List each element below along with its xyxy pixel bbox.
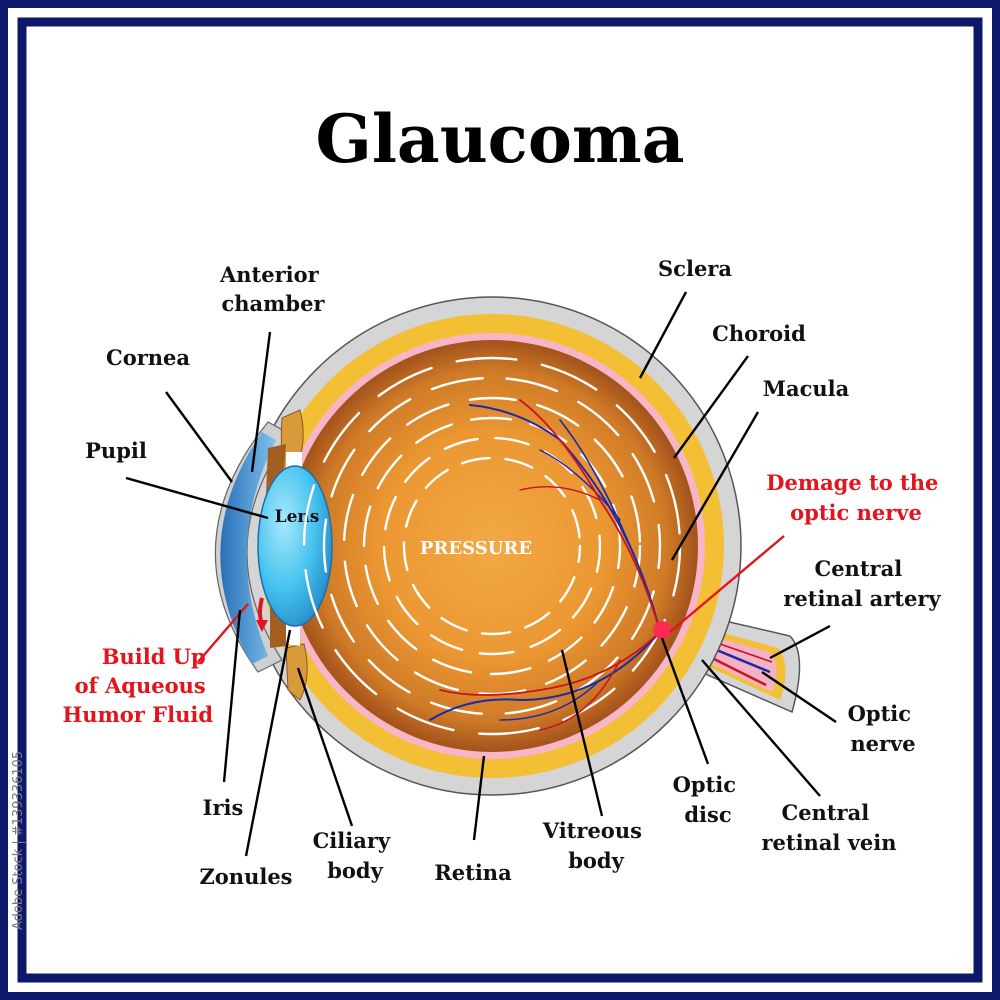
lens-shape <box>257 465 333 627</box>
leader-central-retinal-vein <box>701 659 821 797</box>
title: Glaucoma <box>316 100 685 178</box>
label-central-retinal-artery: Central retinal artery <box>783 556 941 611</box>
label-ciliary-body: Ciliary body <box>313 828 398 883</box>
label-macula: Macula <box>763 376 850 401</box>
stock-watermark: Adobe Stock | #139336105 <box>11 751 26 930</box>
label-iris: Iris <box>203 795 244 820</box>
label-central-retinal-vein: Central retinal vein <box>761 800 896 855</box>
cornea-shape <box>214 421 291 673</box>
leader-choroid <box>673 355 749 459</box>
leader-sclera <box>638 291 688 379</box>
label-build-up: Build Up of Aqueous Humor Fluid <box>62 644 213 727</box>
pressure-label: PRESSURE <box>420 538 532 559</box>
label-zonules: Zonules <box>199 864 292 889</box>
leader-cornea <box>165 391 233 483</box>
iris-shape <box>266 409 308 701</box>
leader-macula <box>670 411 760 561</box>
leader-anterior-chamber <box>250 331 272 473</box>
leader-central-retinal-artery <box>769 624 831 660</box>
aqueous-flow-arrowhead <box>256 620 268 632</box>
leader-ciliary-body <box>296 667 354 827</box>
leader-optic-nerve <box>761 671 837 723</box>
label-vitreous-body: Vitreous body <box>542 818 649 873</box>
retinal-vessels <box>429 399 671 731</box>
leader-retina <box>472 755 486 841</box>
leader-iris <box>222 609 242 783</box>
label-anterior-chamber: Anterior chamber <box>219 262 326 316</box>
label-optic-disc: Optic disc <box>673 772 744 827</box>
label-choroid: Choroid <box>712 321 806 346</box>
leader-optic-disc <box>660 637 710 765</box>
leader-damage <box>669 535 785 633</box>
leader-pupil <box>125 476 269 520</box>
leader-zonules <box>244 629 292 857</box>
leader-lines <box>125 291 837 857</box>
label-pupil: Pupil <box>85 438 147 463</box>
label-damage: Demage to the optic nerve <box>766 470 945 525</box>
label-cornea: Cornea <box>106 345 190 370</box>
inner-frame <box>17 17 983 983</box>
leader-vitreous-body <box>560 649 604 817</box>
label-sclera: Sclera <box>658 256 732 281</box>
vitreous-body-shape <box>286 340 698 752</box>
label-optic-nerve: Optic nerve <box>848 701 919 756</box>
label-retina: Retina <box>434 860 512 885</box>
lens-label: Lens <box>275 507 320 527</box>
